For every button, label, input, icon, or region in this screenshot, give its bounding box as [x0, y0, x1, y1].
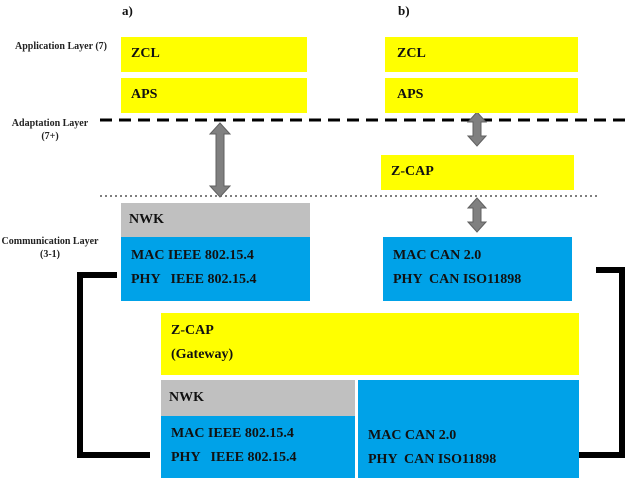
gateway-left-phy-label: PHY IEEE 802.15.4	[171, 450, 297, 465]
zcl-label-b: ZCL	[397, 46, 426, 61]
double-arrow-icon	[466, 197, 488, 233]
mac-phy-box-b: MAC CAN 2.0 PHY CAN ISO11898	[383, 237, 572, 301]
gateway-left-mac-phy-box: MAC IEEE 802.15.4 PHY IEEE 802.15.4	[161, 416, 355, 478]
nwk-label-a: NWK	[129, 212, 164, 227]
phy-label-b: PHY CAN ISO11898	[393, 272, 522, 287]
zcap-label-b: Z-CAP	[391, 164, 434, 179]
title-b: b)	[398, 3, 410, 18]
layer-label-communication: Communication Layer (3-1)	[0, 235, 100, 261]
application-layer-text: Application Layer (7)	[14, 41, 108, 52]
zcl-box-b: ZCL	[385, 37, 578, 72]
adaptation-layer-text: Adaptation Layer (7+)	[11, 118, 89, 142]
mac-label-b: MAC CAN 2.0	[393, 248, 482, 263]
left-bracket	[77, 272, 150, 458]
title-a: a)	[122, 3, 133, 18]
aps-label-b: APS	[397, 87, 424, 102]
gateway-nwk-label: NWK	[169, 390, 204, 405]
mac-label-a: MAC IEEE 802.15.4	[131, 248, 254, 263]
aps-box-a: APS	[121, 78, 307, 113]
communication-layer-text: Communication Layer (3-1)	[1, 236, 99, 260]
gateway-nwk-box: NWK	[161, 380, 355, 416]
nwk-box-a: NWK	[121, 203, 310, 237]
gateway-right-mac-phy-box: MAC CAN 2.0 PHY CAN ISO11898	[358, 380, 579, 478]
layer-label-adaptation: Adaptation Layer (7+)	[6, 117, 94, 143]
layer-label-application: Application Layer (7)	[6, 40, 116, 53]
right-bracket	[560, 267, 625, 458]
gateway-zcap-label: Z-CAP	[171, 323, 214, 338]
gateway-right-mac-label: MAC CAN 2.0	[368, 428, 457, 443]
zcap-box-b: Z-CAP	[381, 155, 574, 190]
double-arrow-icon	[208, 122, 232, 198]
phy-label-a: PHY IEEE 802.15.4	[131, 272, 257, 287]
mac-phy-box-a: MAC IEEE 802.15.4 PHY IEEE 802.15.4	[121, 237, 310, 301]
gateway-left-mac-label: MAC IEEE 802.15.4	[171, 426, 294, 441]
gateway-zcap-box: Z-CAP (Gateway)	[161, 313, 579, 375]
double-arrow-icon	[466, 111, 488, 147]
zcl-label-a: ZCL	[131, 46, 160, 61]
aps-label-a: APS	[131, 87, 158, 102]
zcl-box-a: ZCL	[121, 37, 307, 72]
aps-box-b: APS	[385, 78, 578, 113]
gateway-label: (Gateway)	[171, 347, 234, 362]
gateway-right-phy-label: PHY CAN ISO11898	[368, 452, 497, 467]
